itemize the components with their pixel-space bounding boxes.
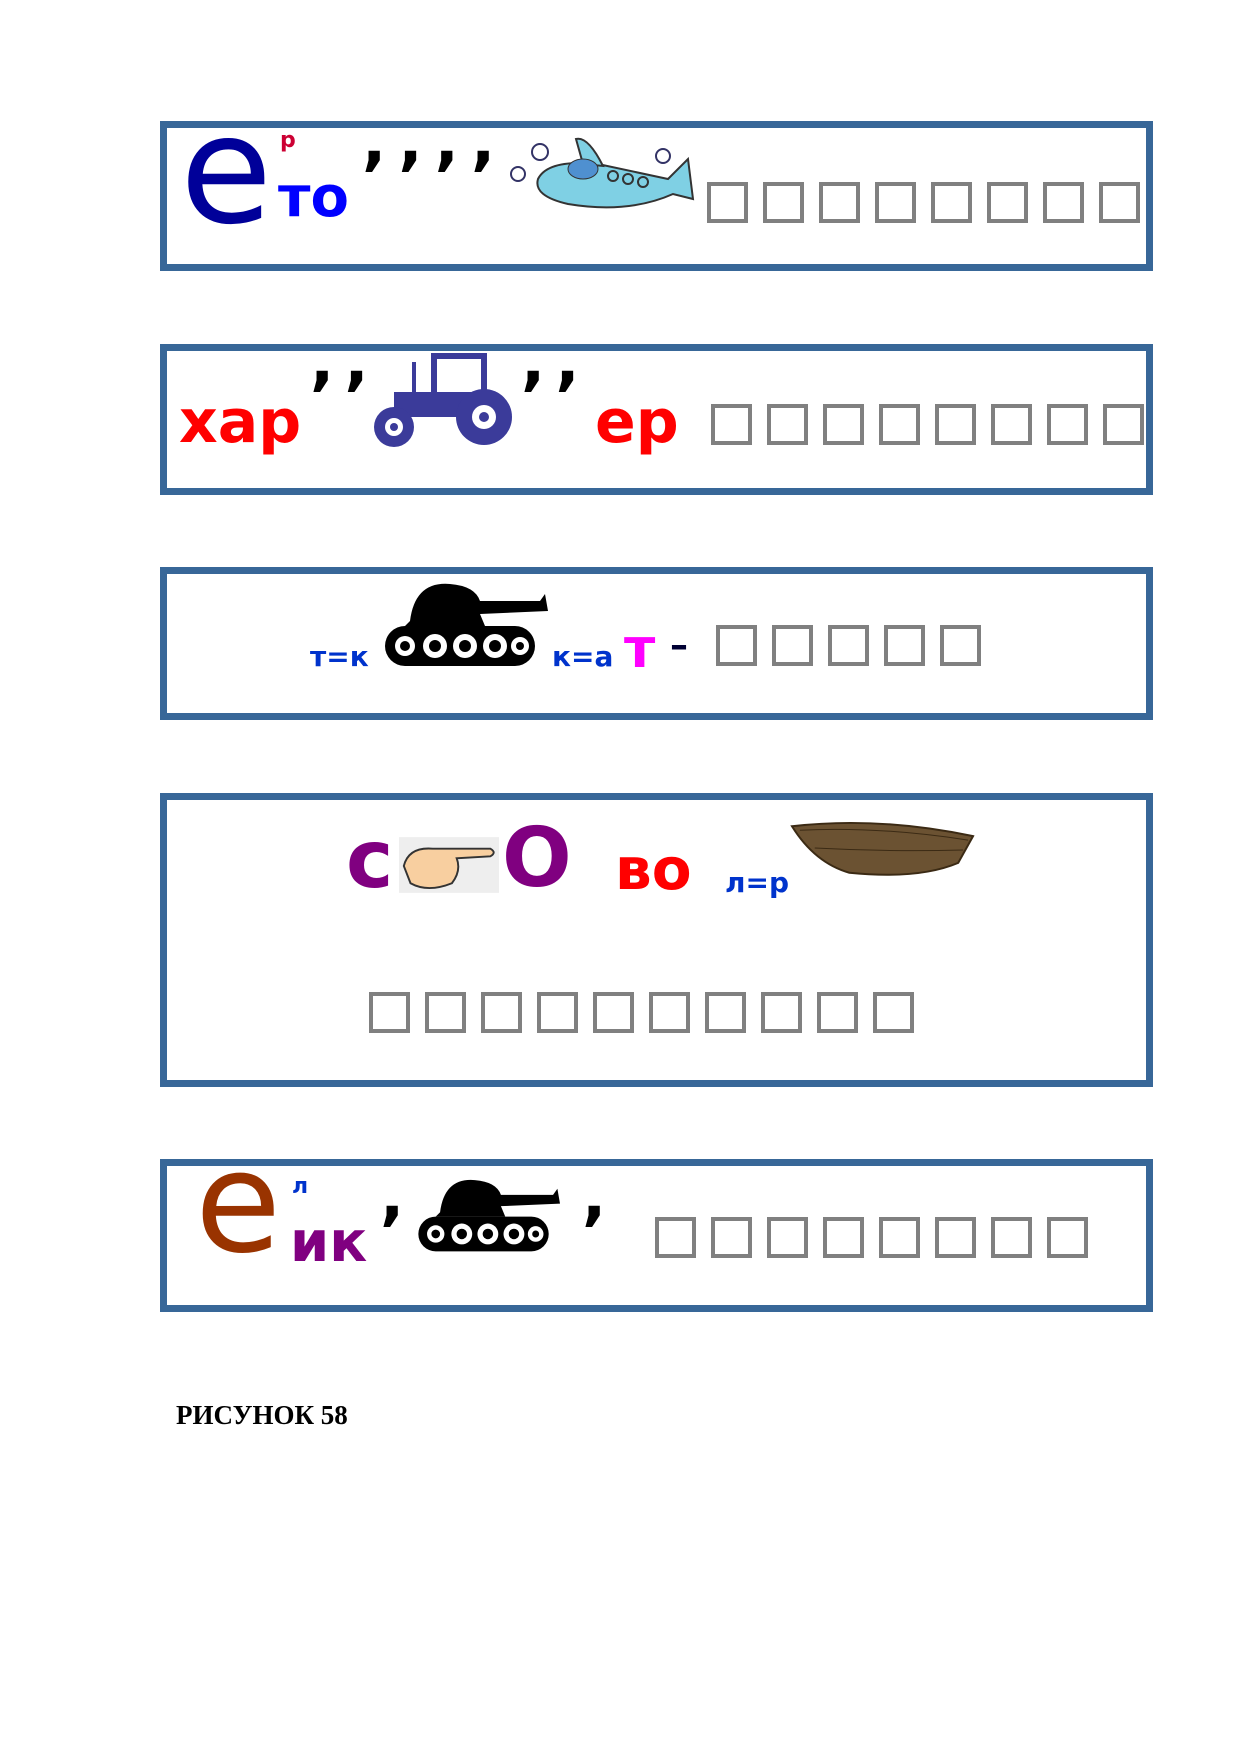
puzzle-row-4 (160, 793, 1153, 1087)
answer-letter-square[interactable] (1103, 404, 1144, 445)
answer-letter-square[interactable] (991, 404, 1032, 445)
tank-icon (385, 583, 548, 666)
airplane-icon (510, 137, 695, 209)
syllable: то (278, 165, 349, 230)
letter-rule: л=р (725, 866, 790, 899)
letter-rule: т=к (310, 640, 369, 673)
answer-letter-square[interactable] (1047, 404, 1088, 445)
puzzle-row-5 (160, 1159, 1153, 1312)
answer-letter-square[interactable] (767, 404, 808, 445)
answer-letter-square[interactable] (875, 182, 916, 223)
answer-letter-square[interactable] (940, 625, 981, 666)
answer-letter-square[interactable] (879, 404, 920, 445)
syllable: во (615, 835, 692, 903)
answer-letter-square[interactable] (931, 182, 972, 223)
commas: ,,,, (362, 105, 508, 179)
answer-letter-square[interactable] (716, 625, 757, 666)
letter-start: с (346, 813, 394, 906)
answer-letter-square[interactable] (593, 992, 634, 1033)
syllable-start: хар (179, 387, 302, 457)
letter: т (624, 617, 656, 680)
answer-letter-square[interactable] (819, 182, 860, 223)
answer-letter-square[interactable] (817, 992, 858, 1033)
superscript-letter: л (292, 1174, 309, 1199)
answer-letter-square[interactable] (767, 1217, 808, 1258)
comma: , (582, 1160, 607, 1234)
answer-squares[interactable] (716, 625, 981, 666)
comma: , (380, 1160, 405, 1234)
puzzle-row-1 (160, 121, 1153, 271)
answer-letter-square[interactable] (761, 992, 802, 1033)
answer-letter-square[interactable] (1043, 182, 1084, 223)
answer-letter-square[interactable] (649, 992, 690, 1033)
syllable: ик (290, 1210, 368, 1275)
tank-icon (418, 1179, 560, 1252)
answer-letter-square[interactable] (369, 992, 410, 1033)
answer-letter-square[interactable] (1099, 182, 1140, 223)
dash: – (670, 625, 688, 666)
answer-letter-square[interactable] (823, 1217, 864, 1258)
letter-o: О (502, 811, 572, 906)
syllable-end: ер (595, 387, 679, 457)
figure-caption: РИСУНОК 58 (176, 1400, 348, 1430)
boat-icon (790, 821, 975, 876)
answer-letter-square[interactable] (705, 992, 746, 1033)
answer-letter-square[interactable] (1047, 1217, 1088, 1258)
answer-letter-square[interactable] (884, 625, 925, 666)
answer-letter-square[interactable] (828, 625, 869, 666)
answer-letter-square[interactable] (537, 992, 578, 1033)
answer-squares[interactable] (707, 182, 1140, 223)
answer-letter-square[interactable] (655, 1217, 696, 1258)
answer-letter-square[interactable] (481, 992, 522, 1033)
answer-letter-square[interactable] (823, 404, 864, 445)
answer-letter-square[interactable] (772, 625, 813, 666)
answer-letter-square[interactable] (711, 1217, 752, 1258)
answer-letter-square[interactable] (879, 1217, 920, 1258)
answer-letter-square[interactable] (763, 182, 804, 223)
puzzle-row-3 (160, 567, 1153, 720)
commas: ,, (521, 325, 590, 399)
answer-squares[interactable] (655, 1217, 1088, 1258)
answer-letter-square[interactable] (987, 182, 1028, 223)
letter-rule: к=а (552, 640, 614, 673)
big-letter: е (195, 1122, 282, 1285)
answer-letter-square[interactable] (935, 1217, 976, 1258)
answer-letter-square[interactable] (935, 404, 976, 445)
superscript-letter: р (280, 128, 296, 153)
answer-letter-square[interactable] (707, 182, 748, 223)
pointing-hand-icon (399, 837, 499, 893)
answer-letter-square[interactable] (711, 404, 752, 445)
answer-letter-square[interactable] (991, 1217, 1032, 1258)
answer-squares[interactable] (711, 404, 1144, 445)
answer-letter-square[interactable] (425, 992, 466, 1033)
answer-letter-square[interactable] (873, 992, 914, 1033)
commas: ,, (310, 325, 379, 399)
tractor-icon (374, 353, 512, 447)
answer-squares[interactable] (369, 992, 914, 1033)
puzzle-row-2 (160, 344, 1153, 495)
big-letter: е (180, 84, 273, 258)
